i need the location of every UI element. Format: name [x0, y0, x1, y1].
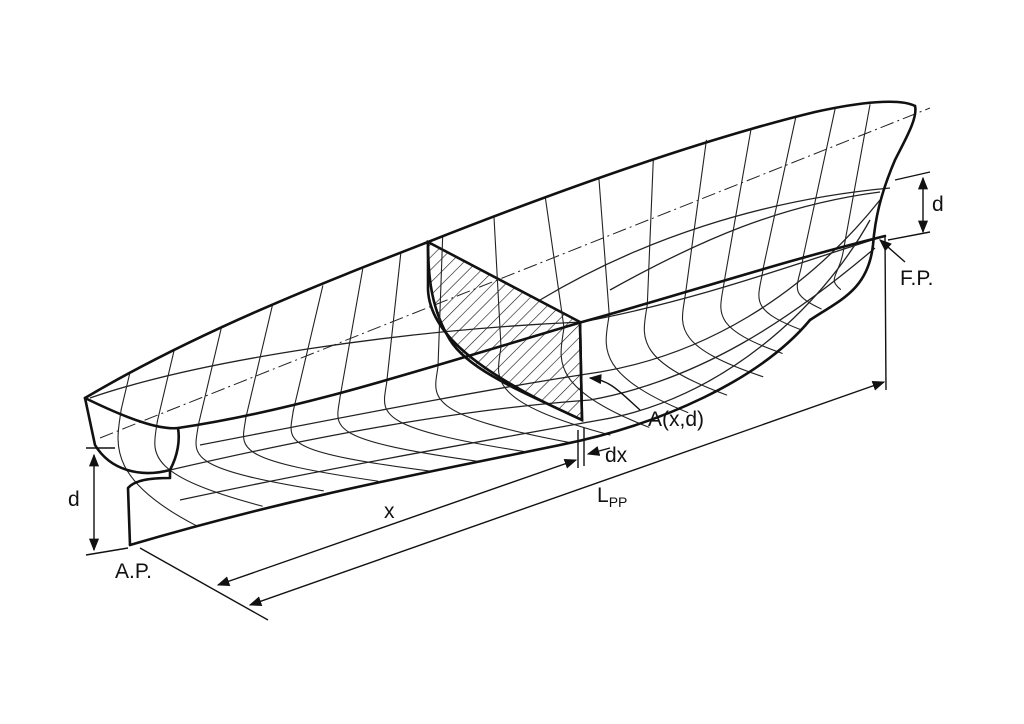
label-increment: dx: [605, 444, 628, 467]
label-length-sub: PP: [609, 494, 628, 510]
station-deck-line: [493, 216, 502, 348]
station-frame-line: [290, 410, 433, 472]
hull-centerline: [99, 107, 931, 439]
label-aft-perpendicular: A.P.: [115, 560, 152, 583]
station-deck-line: [197, 325, 223, 426]
label-fore-perpendicular: F.P.: [900, 267, 933, 290]
station-frame-line: [337, 396, 481, 463]
station-deck-line: [762, 116, 797, 269]
station-deck-line: [156, 348, 175, 422]
station-deck-line: [339, 268, 364, 398]
label-draft-right: d: [932, 193, 944, 216]
station-frame-line: [117, 409, 197, 527]
station-deck-line: [598, 177, 610, 316]
station-deck-line: [843, 104, 871, 247]
label-length-between-perpendiculars: LPP: [597, 484, 627, 510]
label-section-area: A(x,d): [648, 408, 704, 431]
station-frame-line: [758, 266, 803, 331]
station-frame-line: [720, 279, 783, 354]
station-deck-line: [245, 305, 273, 419]
label-distance: x: [384, 500, 395, 523]
station-deck-line: [386, 252, 402, 384]
station-frame-line: [681, 292, 764, 378]
station-deck-line: [685, 139, 707, 294]
station-deck-line: [120, 372, 131, 411]
station-deck-line: [723, 128, 752, 281]
station-frame-line: [643, 303, 728, 396]
station-frame-line: [833, 245, 845, 290]
dimension-lines: [85, 171, 931, 621]
station-deck-line: [544, 197, 565, 329]
station-frame-line: [195, 424, 324, 492]
station-deck-line: [437, 235, 444, 367]
station-frame-line: [796, 255, 822, 310]
label-draft-left: d: [68, 488, 80, 511]
station-deck-line: [802, 108, 836, 257]
label-length-main: L: [597, 484, 609, 507]
station-deck-line: [646, 158, 654, 305]
station-frame-line: [383, 382, 528, 453]
